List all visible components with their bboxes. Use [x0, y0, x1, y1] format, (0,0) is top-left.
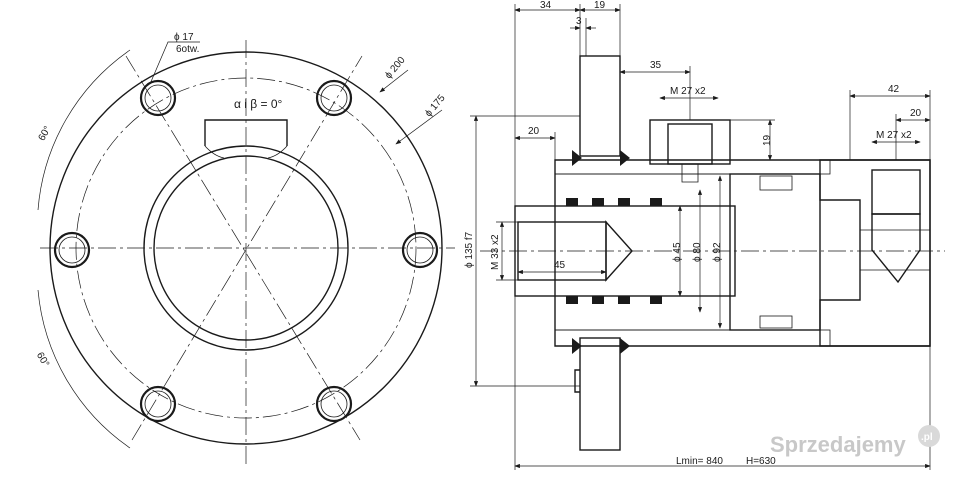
section-view-labels: 34 19 3 35 M 27 x2 19 20 42 20 M 27 x2 ϕ…	[464, 0, 922, 467]
lmin-label: Lmin= 840	[676, 456, 723, 467]
angle-bottom-label: 60°	[34, 351, 51, 370]
angle-arc-bottom	[37, 289, 131, 449]
bolt-hole-top-left	[139, 79, 177, 117]
diagonal-centerline-b	[131, 55, 363, 441]
barrel-wall-upper	[554, 159, 831, 175]
bolt-hole-top-right-inner	[320, 84, 348, 112]
bolt-holes	[53, 79, 439, 423]
end-port-internal	[860, 229, 930, 271]
dia-80-label: ϕ 80	[692, 242, 703, 262]
flange-step	[574, 369, 580, 393]
watermark-tld: .pl	[921, 432, 933, 443]
dim-19-side: 19	[762, 134, 773, 146]
bolt-hole-bottom-left-inner	[144, 390, 172, 418]
dia-45-label: ϕ 45	[672, 242, 683, 262]
dim-35: 35	[650, 60, 662, 71]
bolt-hole-right	[401, 231, 439, 269]
end-port-bore	[871, 169, 921, 215]
end-port-thread-label: M 27 x2	[876, 130, 912, 141]
bolt-hole-left	[53, 231, 91, 269]
hole-count-label: 6otw.	[176, 44, 199, 55]
stroke-label: H=630	[746, 456, 776, 467]
gland-seals	[566, 150, 662, 354]
bolt-hole-bottom-right	[315, 385, 353, 423]
watermark: Sprzedajemy .pl	[770, 425, 940, 457]
top-port-passage	[681, 163, 699, 183]
watermark-badge	[918, 425, 940, 447]
bolt-hole-top-left-inner	[144, 84, 172, 112]
piston-seal-upper	[759, 175, 793, 191]
cylinder-section-view	[470, 4, 945, 470]
rod-thread-label: M 33 x2	[490, 234, 501, 270]
end-port-drill-tip	[871, 213, 921, 284]
bolt-hole-right-inner	[406, 236, 434, 264]
top-port-bore	[667, 123, 713, 165]
angle-note-label: α i β = 0°	[234, 97, 283, 111]
keyway-fillets	[204, 145, 288, 159]
dia175-leader	[395, 109, 443, 145]
dia-135-label: ϕ 135 f7	[464, 231, 475, 268]
dim-20-right: 20	[910, 108, 922, 119]
hole-dia-label: ϕ 17	[174, 32, 194, 43]
dim-45-length: 45	[554, 260, 566, 271]
rod-gland	[554, 173, 731, 207]
watermark-text: Sprzedajemy	[770, 432, 906, 457]
flange-plate-upper	[579, 55, 621, 157]
diagonal-centerline-a	[125, 55, 361, 441]
front-view-labels: ϕ 17 6otw. α i β = 0° ϕ 200 ϕ 175 60° 60…	[34, 32, 448, 369]
top-port-thread-label: M 27 x2	[670, 86, 706, 97]
dia200-leader	[379, 69, 409, 93]
bolt-hole-top-right	[315, 79, 353, 117]
rod-gland-lower	[554, 295, 731, 331]
angle-top-label: 60°	[37, 124, 54, 143]
top-port-boss	[649, 119, 731, 165]
dim-3: 3	[576, 16, 582, 27]
flange-front-view	[37, 40, 455, 465]
dia-200-label: ϕ 200	[383, 54, 408, 81]
flange-plate-lower	[579, 337, 621, 451]
dim-34: 34	[540, 0, 552, 11]
hole-dia-leader	[149, 41, 200, 85]
piston-seal-lower	[759, 315, 793, 329]
angle-arc-top	[37, 49, 131, 211]
dim-42: 42	[888, 84, 900, 95]
dim-20-left: 20	[528, 126, 540, 137]
bolt-hole-bottom-left	[139, 385, 177, 423]
bolt-hole-bottom-right-inner	[320, 390, 348, 418]
piston-head	[729, 173, 821, 331]
dim-19: 19	[594, 0, 606, 11]
section-dimension-lines	[470, 4, 931, 470]
bolt-hole-left-inner	[58, 236, 86, 264]
dia-92-label: ϕ 92	[712, 242, 723, 262]
